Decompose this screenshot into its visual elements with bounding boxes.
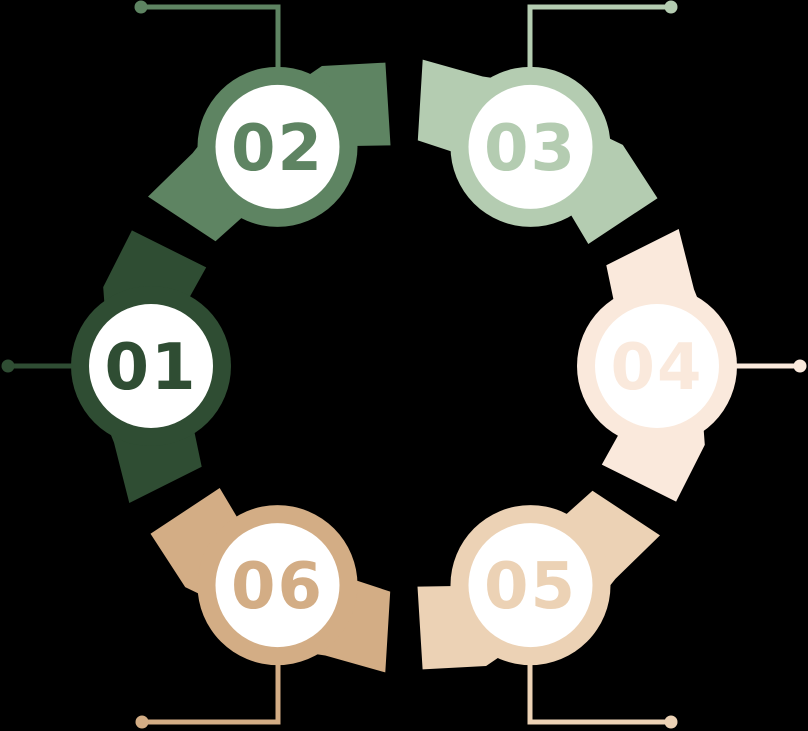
step-01: 01 <box>71 230 231 503</box>
step-03-node-disc <box>468 84 593 209</box>
step-03-connector-dot <box>664 0 678 14</box>
step-04: 04 <box>577 229 737 502</box>
step-04-node-disc <box>595 304 719 428</box>
step-02: 02 <box>148 62 391 242</box>
step-05-connector-dot <box>664 715 678 729</box>
step-02-node-disc <box>215 84 340 209</box>
step-06-number-label: 06 <box>231 550 324 624</box>
step-06-node-disc <box>215 523 340 648</box>
step-01-number-label: 01 <box>104 331 197 405</box>
step-02-connector-dot <box>134 0 148 14</box>
step-03-number-label: 03 <box>484 112 577 186</box>
step-02-number-label: 02 <box>231 112 324 186</box>
step-04-connector-dot <box>793 359 807 373</box>
step-05-node-disc <box>468 523 593 648</box>
step-05-number-label: 05 <box>484 550 577 624</box>
step-06: 06 <box>150 488 391 673</box>
step-04-number-label: 04 <box>610 331 703 405</box>
step-06-connector-dot <box>135 715 149 729</box>
step-01-connector-dot <box>1 359 15 373</box>
step-01-node-disc <box>89 304 213 428</box>
step-03: 03 <box>417 59 658 244</box>
step-05: 05 <box>417 490 660 670</box>
